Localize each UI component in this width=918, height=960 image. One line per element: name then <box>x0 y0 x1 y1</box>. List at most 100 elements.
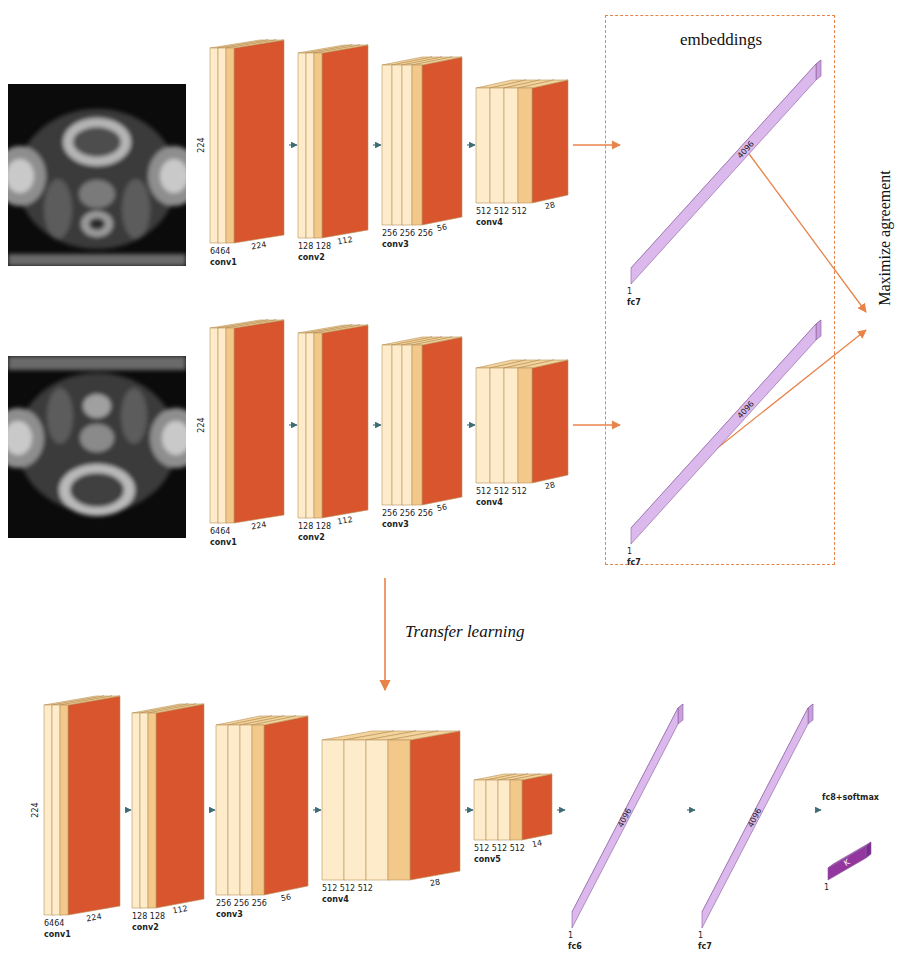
conv-slab <box>388 731 460 880</box>
flow-arrow <box>557 809 565 810</box>
layer-name: conv1 <box>210 538 237 548</box>
layer-name: fc7 <box>698 942 712 952</box>
layer-name: conv4 <box>322 895 349 905</box>
conv-slab <box>252 716 308 895</box>
fc-bar <box>621 56 821 296</box>
layer-name: conv3 <box>382 520 409 530</box>
fc-layer: 40961fc7 <box>621 56 821 296</box>
conv-block: 2242246464conv1 <box>196 40 288 271</box>
conv-slabs <box>322 731 464 908</box>
agreement-arrow <box>696 330 866 465</box>
dimension-label: 28 <box>544 480 556 492</box>
dimension-label: 28 <box>429 877 441 888</box>
objective-label: Maximize agreement <box>875 170 894 306</box>
dimension-label: 256 256 256 <box>216 899 267 909</box>
dimension-label: 224 <box>197 137 207 152</box>
dimension-label: 4096 <box>616 807 634 829</box>
layer-name: fc6 <box>568 942 582 952</box>
layer-name: fc8+softmax <box>822 793 879 803</box>
dimension-label: 224 <box>251 520 268 532</box>
conv-block: 256 256 25656conv3 <box>382 57 466 253</box>
dimension-label: 128 128 <box>298 242 331 252</box>
dimension-label: 6464 <box>44 919 64 929</box>
dimension-label: 512 512 512 <box>322 884 373 894</box>
conv-slabs <box>298 45 372 266</box>
fc-layer: K1fc8+softmax <box>822 790 902 900</box>
fc-bar <box>621 316 821 556</box>
conv-slab <box>486 774 528 840</box>
flow-arrow <box>573 144 620 145</box>
dimension-label: 56 <box>436 222 448 233</box>
dimension-label: 6464 <box>210 247 230 257</box>
conv-slabs <box>382 57 466 253</box>
conv-slabs <box>474 774 556 868</box>
conv-slabs <box>216 716 312 923</box>
embedding-group: 40961fc740961fc7embeddings <box>605 15 835 565</box>
fc-layer: 40961fc6 <box>566 700 686 945</box>
conv-block: 128 128112conv2 <box>132 704 208 936</box>
layer-name: conv4 <box>476 218 503 228</box>
conv-slab <box>344 731 416 880</box>
layer-name: conv1 <box>210 258 237 268</box>
dimension-label: 512 512 512 <box>476 487 527 497</box>
mri-image <box>0 84 200 266</box>
dimension-label: 56 <box>436 502 448 513</box>
flow-arrow <box>817 809 821 810</box>
conv-slab <box>412 337 462 505</box>
dimension-label: 112 <box>337 514 354 526</box>
layer-name: conv5 <box>474 855 501 865</box>
dimension-label: 56 <box>280 892 292 903</box>
conv-block: 256 256 25656conv3 <box>382 337 466 533</box>
layer-name: conv2 <box>298 533 325 543</box>
conv-block: 128 128 112 conv2 <box>298 45 372 266</box>
fc-layer: 40961fc7 <box>696 700 816 945</box>
flow-arrow <box>573 424 620 425</box>
fc-layer: 40961fc7 <box>621 316 821 556</box>
dimension-label: 512 512 512 <box>476 207 527 217</box>
layer-name: conv2 <box>132 923 159 933</box>
dimension-label: 1 <box>568 931 573 941</box>
layer-name: conv3 <box>216 910 243 920</box>
conv-block: 224 224 6464conv1 <box>196 320 288 551</box>
dimension-label: 6464 <box>210 527 230 537</box>
dimension-label: 1 <box>627 547 632 557</box>
dimension-label: 512 512 512 <box>474 844 525 854</box>
dimension-label: 28 <box>544 200 556 212</box>
dimension-label: 224 <box>86 911 103 923</box>
dimension-label: 128 128 <box>298 522 331 532</box>
dimension-label: 112 <box>337 234 354 246</box>
flow-arrow <box>687 809 695 810</box>
conv-slab <box>510 774 552 840</box>
conv-block: 128 128 112 conv2 <box>298 325 372 546</box>
conv-slab <box>314 325 368 518</box>
conv-slab <box>412 57 462 225</box>
conv-slab <box>226 40 284 243</box>
flow-arrow <box>465 809 473 810</box>
conv-slabs <box>382 337 466 533</box>
agreement-arrow <box>747 151 867 313</box>
conv-slab <box>148 704 204 908</box>
transfer-label: Transfer learning <box>405 622 525 642</box>
conv-slabs <box>298 325 372 546</box>
dimension-label: 1 <box>824 883 829 893</box>
transfer-arrow <box>384 578 386 690</box>
conv-slab <box>518 360 568 483</box>
layer-name: conv2 <box>298 253 325 263</box>
fc-bar <box>822 790 902 900</box>
dimension-label: 112 <box>172 904 189 916</box>
dimension-label: 4096 <box>746 807 764 829</box>
dimension-label: 1 <box>627 287 632 297</box>
conv-block: 2242246464conv1 <box>30 696 124 943</box>
flow-arrow <box>289 144 297 145</box>
dimension-label: 224 <box>197 417 207 432</box>
conv-block: 256 256 256 56 conv3 <box>216 716 312 923</box>
flow-arrow <box>289 424 297 425</box>
conv-block: 512 512 512 28 conv4 <box>322 731 464 908</box>
layer-name: fc7 <box>627 558 641 568</box>
layer-name: conv4 <box>476 498 503 508</box>
conv-slabs <box>30 696 124 943</box>
conv-slab <box>518 80 568 203</box>
flow-arrow <box>467 144 475 145</box>
dimension-label: 224 <box>31 802 41 817</box>
